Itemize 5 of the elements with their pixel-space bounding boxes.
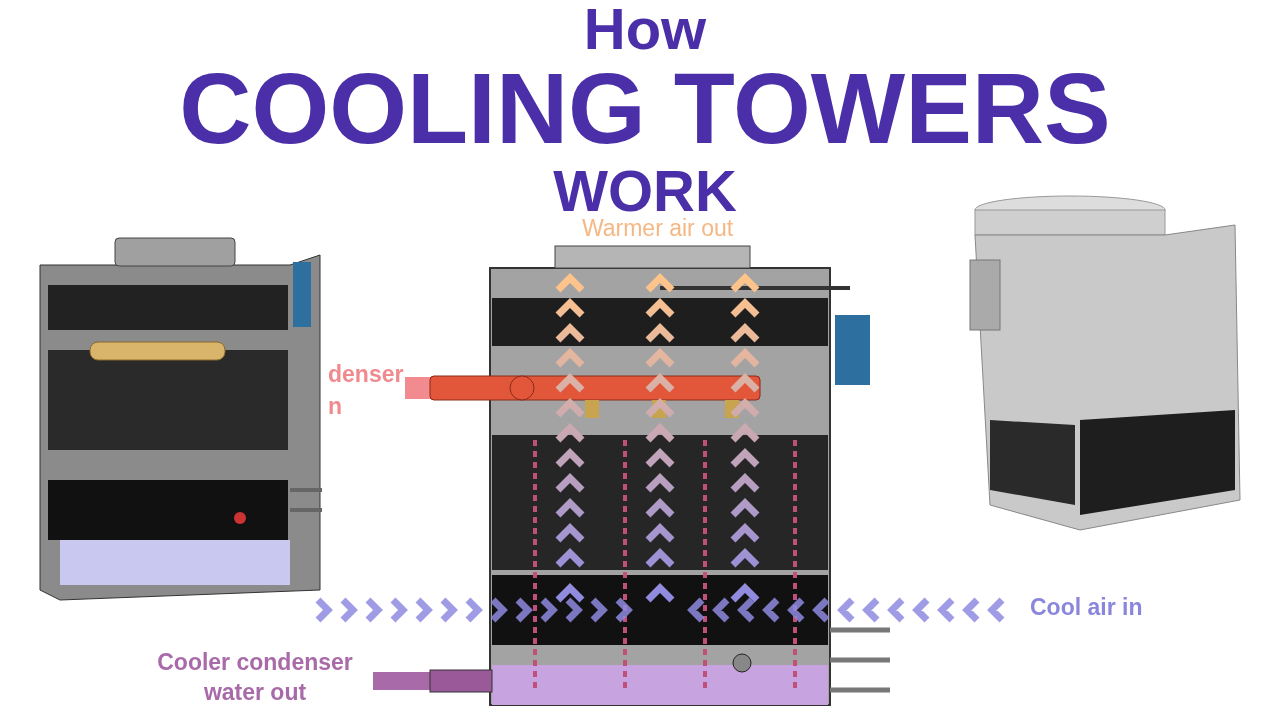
caption-text: Cooler condenser water out — [156, 648, 354, 707]
caption-text: Warmer air out — [580, 214, 735, 243]
caption-text: Cool air in — [1030, 593, 1144, 622]
caption-text: denser — [328, 360, 405, 389]
caption-text: n — [328, 392, 344, 421]
